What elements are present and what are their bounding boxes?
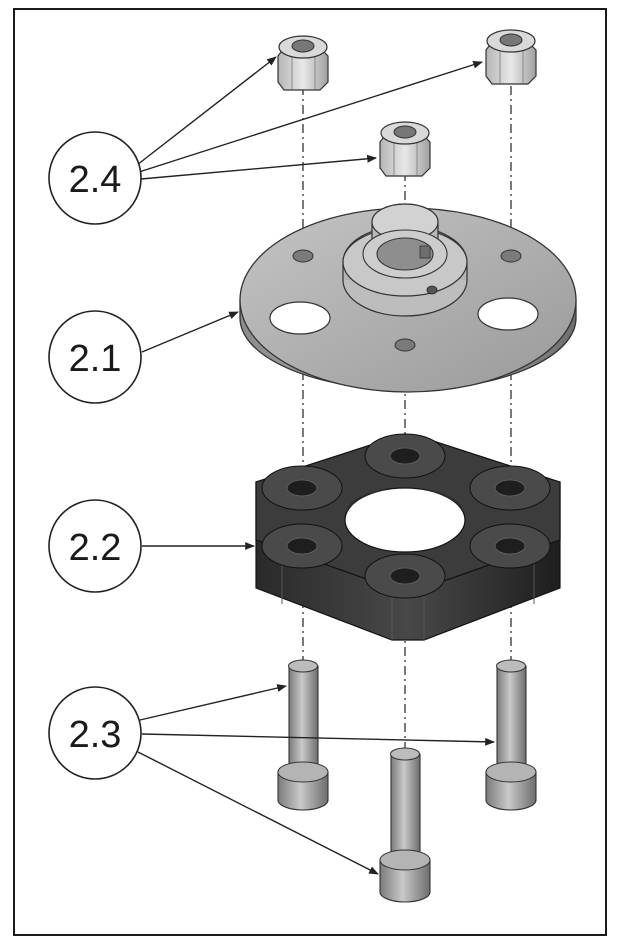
leaders <box>136 56 495 875</box>
nut-center <box>379 121 431 177</box>
callout-2-4: 2.4 <box>48 131 142 225</box>
callout-label: 2.2 <box>69 527 122 569</box>
screw-right <box>485 659 537 811</box>
screw-left <box>277 659 329 811</box>
callout-2-3: 2.3 <box>48 686 142 780</box>
elastomer-spider <box>255 433 561 641</box>
callout-2-1: 2.1 <box>48 310 142 404</box>
hub-flange <box>239 203 577 393</box>
nut-left <box>277 35 329 91</box>
callout-label: 2.1 <box>69 338 122 380</box>
callout-label: 2.3 <box>69 714 122 756</box>
screw-center <box>379 747 431 903</box>
nut-right <box>485 29 537 85</box>
callout-2-2: 2.2 <box>48 499 142 593</box>
callout-label: 2.4 <box>69 159 122 201</box>
assembly-axes <box>302 86 512 750</box>
